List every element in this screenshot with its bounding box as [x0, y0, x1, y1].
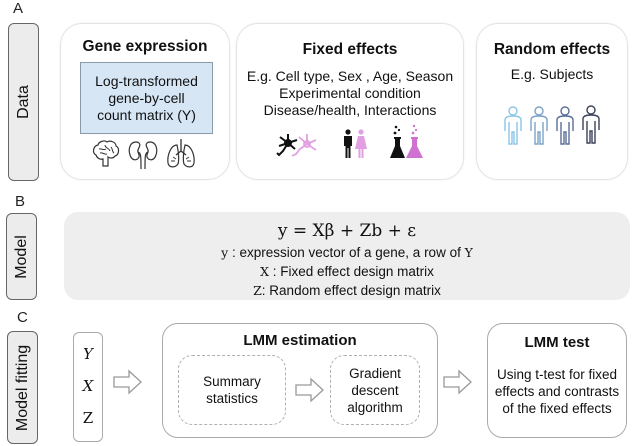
step-line: algorithm — [347, 400, 403, 415]
inputs-box: Y X Z — [73, 332, 103, 442]
test-line: of the fixed effects — [502, 401, 612, 416]
test-line: Using t-test for fixed — [496, 367, 618, 382]
input-x: X — [82, 377, 94, 395]
random-effects-card: Random effects E.g. Subjects — [476, 23, 628, 180]
matrix-line: gene-by-cell — [108, 90, 185, 106]
side-tab-data: Data — [8, 23, 39, 181]
matrix-line: Log-transformed — [95, 73, 198, 89]
lmm-test-box: LMM test Using t-test for fixed effects … — [487, 323, 627, 438]
step-line: descent — [351, 383, 399, 398]
lmm-estimation-box: LMM estimation Summary statistics Gradie… — [162, 323, 438, 438]
step-line: Gradient — [349, 366, 401, 381]
random-effects-subtitle: E.g. Subjects — [510, 66, 594, 82]
lmm-estimation-title: LMM estimation — [243, 332, 357, 349]
subjects-icon-group — [504, 105, 600, 145]
person-icon — [556, 106, 574, 145]
fixed-effects-line: Experimental condition — [279, 85, 421, 101]
gene-expression-title: Gene expression — [82, 38, 208, 55]
count-matrix-box: Log-transformed gene-by-cell count matri… — [80, 62, 213, 134]
gene-expression-card: Gene expression Log-transformed gene-by-… — [60, 23, 230, 180]
fixed-effects-card: Fixed effects E.g. Cell type, Sex , Age,… — [236, 23, 464, 180]
symbol: y — [221, 245, 229, 260]
matrix-line: count matrix (Y) — [97, 107, 196, 123]
model-box: y = Xβ + Zb + ε y : expression vector of… — [64, 212, 630, 300]
description: : Fixed effect design matrix — [269, 264, 434, 279]
model-line: Z: Random effect design matrix — [64, 283, 630, 298]
gradient-descent-box: Gradient descent algorithm — [330, 355, 420, 425]
person-icon — [582, 105, 600, 144]
lungs-icon — [167, 139, 195, 168]
input-y: Y — [83, 345, 93, 363]
random-effects-title: Random effects — [493, 41, 611, 58]
side-tab-model: Model — [6, 213, 37, 300]
lmm-test-title: LMM test — [524, 334, 590, 351]
symbol: X — [260, 264, 270, 279]
arrow-right-icon — [113, 369, 142, 395]
description: : Random effect design matrix — [261, 283, 441, 298]
fixed-effects-title: Fixed effects — [302, 41, 398, 58]
model-line: X : Fixed effect design matrix — [64, 264, 630, 279]
test-line: effects and contrasts — [494, 384, 620, 399]
panel-letter-a: A — [13, 0, 24, 17]
step-line: statistics — [206, 391, 258, 406]
step-line: Summary — [203, 374, 261, 389]
side-tab-model-fitting: Model fitting — [7, 331, 38, 444]
panel-letter-c: C — [17, 309, 28, 326]
description: : expression vector of a gene, a row of — [228, 245, 465, 260]
brain-icon — [92, 140, 120, 167]
fixed-effects-line: Disease/health, Interactions — [263, 102, 437, 118]
side-tab-label: Model fitting — [13, 344, 31, 431]
summary-statistics-box: Summary statistics — [178, 355, 286, 425]
arrow-right-icon — [443, 369, 472, 395]
kidney-icon — [128, 141, 158, 170]
side-tab-label: Model — [12, 234, 30, 279]
side-tab-label: Data — [14, 85, 32, 119]
model-equation: y = Xβ + Zb + ε — [277, 221, 417, 241]
arrow-right-icon — [295, 377, 324, 403]
fixed-effects-line: E.g. Cell type, Sex , Age, Season — [246, 68, 454, 84]
model-line: y : expression vector of a gene, a row o… — [64, 245, 630, 260]
input-z: Z — [82, 409, 94, 427]
flask-icon — [390, 124, 423, 158]
person-icon — [530, 106, 548, 145]
male-female-icon — [344, 129, 367, 158]
panel-letter-b: B — [15, 193, 26, 210]
person-icon — [504, 106, 522, 145]
symbol: Z — [253, 283, 262, 298]
neuron-icon — [276, 134, 317, 157]
symbol: Y — [464, 245, 473, 260]
